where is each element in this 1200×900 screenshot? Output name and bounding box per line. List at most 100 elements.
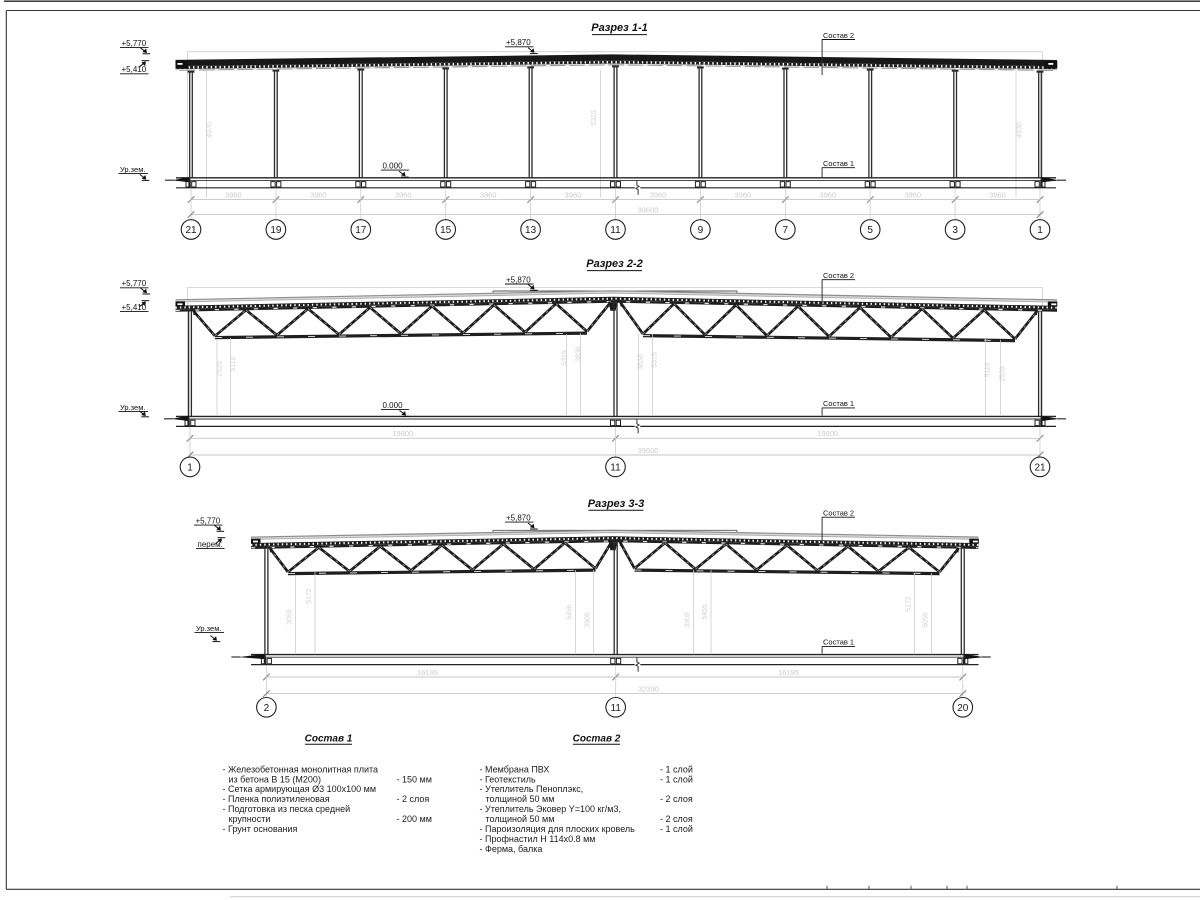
svg-text:крупности: крупности	[229, 814, 271, 824]
svg-text:1: 1	[1037, 225, 1043, 236]
svg-text:+5,870: +5,870	[506, 275, 531, 284]
svg-text:19800: 19800	[392, 429, 413, 438]
svg-text:3838: 3838	[638, 354, 645, 370]
svg-text:Состав 1: Состав 1	[823, 399, 854, 408]
svg-text:3960: 3960	[480, 190, 497, 199]
svg-text:7: 7	[783, 225, 789, 236]
svg-text:1: 1	[187, 463, 193, 474]
svg-text:3960: 3960	[565, 190, 582, 199]
svg-text:- Сетка армирующая Ø3 100х100: - Сетка армирующая Ø3 100х100 мм	[223, 784, 377, 794]
svg-text:5315: 5315	[652, 352, 659, 368]
svg-text:3909: 3909	[685, 612, 692, 628]
svg-text:- Пароизоляция для плоских кро: - Пароизоляция для плоских кровель	[480, 824, 636, 834]
svg-text:3960: 3960	[225, 190, 242, 199]
svg-text:5172: 5172	[906, 596, 913, 612]
svg-text:21: 21	[1034, 463, 1046, 474]
svg-text:3960: 3960	[735, 190, 752, 199]
svg-text:5315: 5315	[591, 110, 598, 126]
svg-text:Ур.зем.: Ур.зем.	[120, 165, 145, 174]
svg-text:4930: 4930	[1017, 122, 1024, 138]
svg-text:- 1 слой: - 1 слой	[660, 774, 693, 784]
svg-text:перем.: перем.	[198, 540, 223, 549]
svg-text:Ур.зем.: Ур.зем.	[120, 403, 145, 412]
svg-text:- 150 мм: - 150 мм	[397, 774, 432, 784]
svg-text:0.000: 0.000	[383, 162, 404, 171]
svg-text:19: 19	[270, 225, 282, 236]
svg-text:5110: 5110	[985, 362, 992, 377]
svg-text:9: 9	[698, 225, 704, 236]
svg-text:5456: 5456	[567, 604, 574, 620]
svg-text:толщиной 50 мм: толщиной 50 мм	[486, 794, 555, 804]
svg-text:5: 5	[867, 225, 873, 236]
svg-text:2: 2	[264, 703, 270, 714]
svg-text:Состав 2: Состав 2	[823, 31, 854, 40]
svg-text:+5,410: +5,410	[122, 303, 147, 312]
svg-text:2529: 2529	[217, 361, 224, 377]
svg-text:Разрез 3-3: Разрез 3-3	[588, 498, 644, 510]
svg-text:3960: 3960	[904, 190, 921, 199]
svg-text:Состав 1: Состав 1	[305, 734, 353, 745]
svg-text:- Геотекстиль: - Геотекстиль	[480, 774, 537, 784]
svg-text:32390: 32390	[638, 684, 659, 693]
svg-text:Состав 1: Состав 1	[823, 159, 854, 168]
svg-text:20: 20	[957, 703, 969, 714]
svg-text:13: 13	[525, 225, 537, 236]
svg-text:5172: 5172	[306, 588, 313, 604]
svg-text:3960: 3960	[650, 190, 667, 199]
svg-text:3: 3	[952, 225, 958, 236]
svg-text:- 2 слоя: - 2 слоя	[660, 814, 693, 824]
svg-text:5059: 5059	[923, 612, 930, 628]
svg-text:5455: 5455	[702, 604, 709, 620]
svg-text:- Мембрана ПВХ: - Мембрана ПВХ	[480, 764, 550, 774]
svg-text:Состав 1: Состав 1	[823, 638, 854, 647]
svg-text:Состав 2: Состав 2	[823, 271, 854, 280]
svg-text:- Утеплитель Эковер Y=100 кг/м: - Утеплитель Эковер Y=100 кг/м3,	[480, 804, 621, 814]
svg-text:3960: 3960	[310, 190, 327, 199]
svg-text:- 2 слоя: - 2 слоя	[660, 794, 693, 804]
svg-text:- Грунт основания: - Грунт основания	[223, 824, 298, 834]
svg-text:16195: 16195	[417, 668, 438, 677]
svg-text:толщиной 50 мм: толщиной 50 мм	[486, 814, 555, 824]
svg-text:5315: 5315	[562, 350, 569, 366]
svg-text:из бетона В 15 (М200): из бетона В 15 (М200)	[229, 774, 321, 784]
svg-text:16195: 16195	[778, 668, 799, 677]
svg-text:3960: 3960	[395, 190, 412, 199]
svg-text:0.000: 0.000	[383, 401, 404, 410]
svg-text:39600: 39600	[638, 205, 659, 214]
svg-text:5110: 5110	[230, 356, 237, 371]
svg-text:3960: 3960	[819, 190, 836, 199]
svg-text:Состав 2: Состав 2	[823, 509, 854, 518]
svg-text:4970: 4970	[207, 122, 214, 138]
svg-text:2529: 2529	[1000, 366, 1007, 382]
svg-text:- Пленка полиэтиленовая: - Пленка полиэтиленовая	[223, 794, 330, 804]
svg-text:3838: 3838	[576, 346, 583, 362]
svg-text:3059: 3059	[287, 609, 294, 625]
svg-text:Состав 2: Состав 2	[573, 734, 621, 745]
svg-text:11: 11	[610, 463, 621, 474]
svg-text:- 2 слоя: - 2 слоя	[397, 794, 430, 804]
svg-text:- Подготовка из песка средней: - Подготовка из песка средней	[223, 804, 351, 814]
svg-text:3909: 3909	[585, 612, 592, 628]
svg-text:- Утеплитель Пеноплэкс,: - Утеплитель Пеноплэкс,	[480, 784, 584, 794]
svg-text:- Ферма, балка: - Ферма, балка	[480, 844, 543, 854]
svg-text:17: 17	[355, 225, 367, 236]
svg-text:- 1 слой: - 1 слой	[660, 764, 693, 774]
svg-text:19800: 19800	[817, 429, 838, 438]
svg-text:+5,770: +5,770	[122, 279, 147, 288]
svg-text:Ур.зем.: Ур.зем.	[196, 624, 221, 633]
svg-text:+5,870: +5,870	[506, 38, 531, 47]
svg-text:11: 11	[610, 225, 621, 236]
svg-text:15: 15	[440, 225, 452, 236]
svg-text:+5,870: +5,870	[506, 514, 531, 523]
svg-text:+5,410: +5,410	[122, 65, 147, 74]
svg-text:- 1 слой: - 1 слой	[660, 824, 693, 834]
svg-text:+5,770: +5,770	[196, 517, 221, 526]
svg-text:Разрез 2-2: Разрез 2-2	[586, 258, 642, 270]
svg-text:39600: 39600	[638, 446, 659, 455]
svg-text:+5,770: +5,770	[122, 39, 147, 48]
svg-text:11: 11	[611, 703, 622, 714]
svg-text:3960: 3960	[989, 190, 1006, 199]
svg-text:21: 21	[185, 225, 197, 236]
svg-text:- Профнастил Н 114х0.8 мм: - Профнастил Н 114х0.8 мм	[480, 834, 596, 844]
svg-text:- Железобетонная монолитная п: - Железобетонная монолитная плита	[223, 764, 379, 774]
